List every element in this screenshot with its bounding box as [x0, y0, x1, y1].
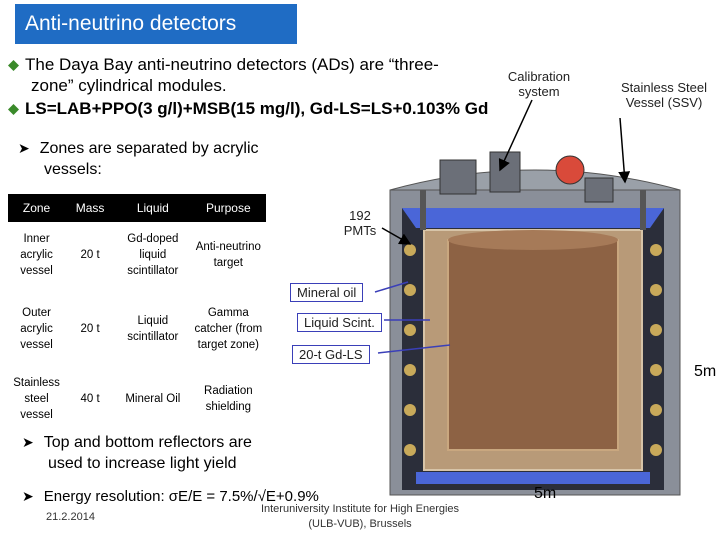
- pmt-array: [404, 244, 662, 456]
- table-cell: Mineral Oil: [125, 393, 181, 405]
- label-mineral-oil: Mineral oil: [290, 283, 364, 302]
- bullet-reflectors-line2: used to increase light yield: [48, 455, 237, 472]
- table-cell: Radiation shielding: [204, 385, 253, 413]
- bullet-reflectors: ➤ Top and bottom reflectors are used to i…: [22, 432, 252, 474]
- bullet-zones-line2: vessels:: [44, 161, 102, 178]
- bullet-composition: LS=LAB+PPO(3 g/l)+MSB(15 mg/l), Gd-LS=LS…: [8, 98, 488, 119]
- bullet-zones-line1: Zones are separated by acrylic: [39, 140, 259, 157]
- col-header-zone: Zone: [8, 194, 66, 222]
- footer-date: 21.2.2014: [46, 511, 95, 523]
- footer-institute: Interuniversity Institute for High Energ…: [258, 502, 462, 532]
- inner-vessel-top: [448, 230, 618, 250]
- label-ssv: Stainless Steel Vessel (SSV): [621, 80, 707, 110]
- label-gd-ls: 20-t Gd-LS: [292, 345, 370, 364]
- table-cell: 40 t: [80, 393, 100, 405]
- table-row: Outer acrylic vessel 20 t Liquid scintil…: [8, 288, 266, 370]
- top-reflector: [402, 208, 664, 228]
- col-header-purpose: Purpose: [190, 194, 266, 222]
- table-cell: 20 t: [80, 249, 100, 261]
- slide-title: Anti-neutrino detectors: [15, 4, 297, 44]
- dimension-height: 5m: [694, 363, 717, 380]
- diamond-bullet-icon: [8, 104, 19, 115]
- table-cell: Gamma catcher (from target zone): [194, 307, 263, 351]
- arrow-bullet-icon: ➤: [22, 434, 34, 450]
- bullet-reflectors-line1: Top and bottom reflectors are: [43, 434, 252, 451]
- dimension-diameter: 5m: [534, 485, 557, 502]
- table-cell: Anti-neutrino target: [195, 241, 261, 269]
- table-cell: Inner acrylic vessel: [20, 233, 53, 277]
- col-header-liquid: Liquid: [115, 194, 191, 222]
- inner-acrylic-vessel: [447, 239, 619, 451]
- table-cell: Outer acrylic vessel: [20, 307, 53, 351]
- col-header-mass: Mass: [65, 194, 116, 222]
- calibration-units: [439, 151, 614, 203]
- table-cell: Liquid scintillator: [127, 315, 179, 343]
- table-row: Stainless steel vessel 40 t Mineral Oil …: [8, 370, 266, 428]
- table-row: Inner acrylic vessel 20 t Gd-doped liqui…: [8, 222, 266, 288]
- arrow-bullet-icon: ➤: [18, 140, 30, 156]
- bullet-resolution-text: Energy resolution: σE/E = 7.5%/√E+0.9%: [43, 488, 319, 505]
- bullet-design-line1: The Daya Bay anti-neutrino detectors (AD…: [25, 55, 439, 74]
- footer-institute-line2: (ULB-VUB), Brussels: [308, 518, 412, 530]
- label-pmts: 192 PMTs: [343, 208, 377, 238]
- label-liquid-scint: Liquid Scint.: [297, 313, 382, 332]
- zones-table: Zone Mass Liquid Purpose Inner acrylic v…: [8, 194, 266, 428]
- footer-institute-line1: Interuniversity Institute for High Energ…: [260, 503, 460, 515]
- table-cell: 20 t: [80, 323, 100, 335]
- arrow-bullet-icon: ➤: [22, 488, 34, 504]
- diamond-bullet-icon: [8, 60, 19, 71]
- bottom-reflector: [416, 472, 650, 484]
- bullet-design-line2: zone” cylindrical modules.: [31, 76, 227, 95]
- table-cell: Stainless steel vessel: [13, 377, 60, 421]
- calibration-turntable: [555, 155, 585, 185]
- table-cell: Gd-doped liquid scintillator: [127, 233, 179, 277]
- label-calibration-system: Calibration system: [507, 69, 571, 99]
- bullet-design: The Daya Bay anti-neutrino detectors (AD…: [8, 54, 439, 96]
- bullet-composition-text: LS=LAB+PPO(3 g/l)+MSB(15 mg/l), Gd-LS=LS…: [25, 99, 489, 118]
- bullet-zones: ➤ Zones are separated by acrylic vessels:: [18, 138, 259, 180]
- detector-diagram: [389, 151, 681, 496]
- bullet-resolution: ➤ Energy resolution: σE/E = 7.5%/√E+0.9%: [22, 486, 319, 507]
